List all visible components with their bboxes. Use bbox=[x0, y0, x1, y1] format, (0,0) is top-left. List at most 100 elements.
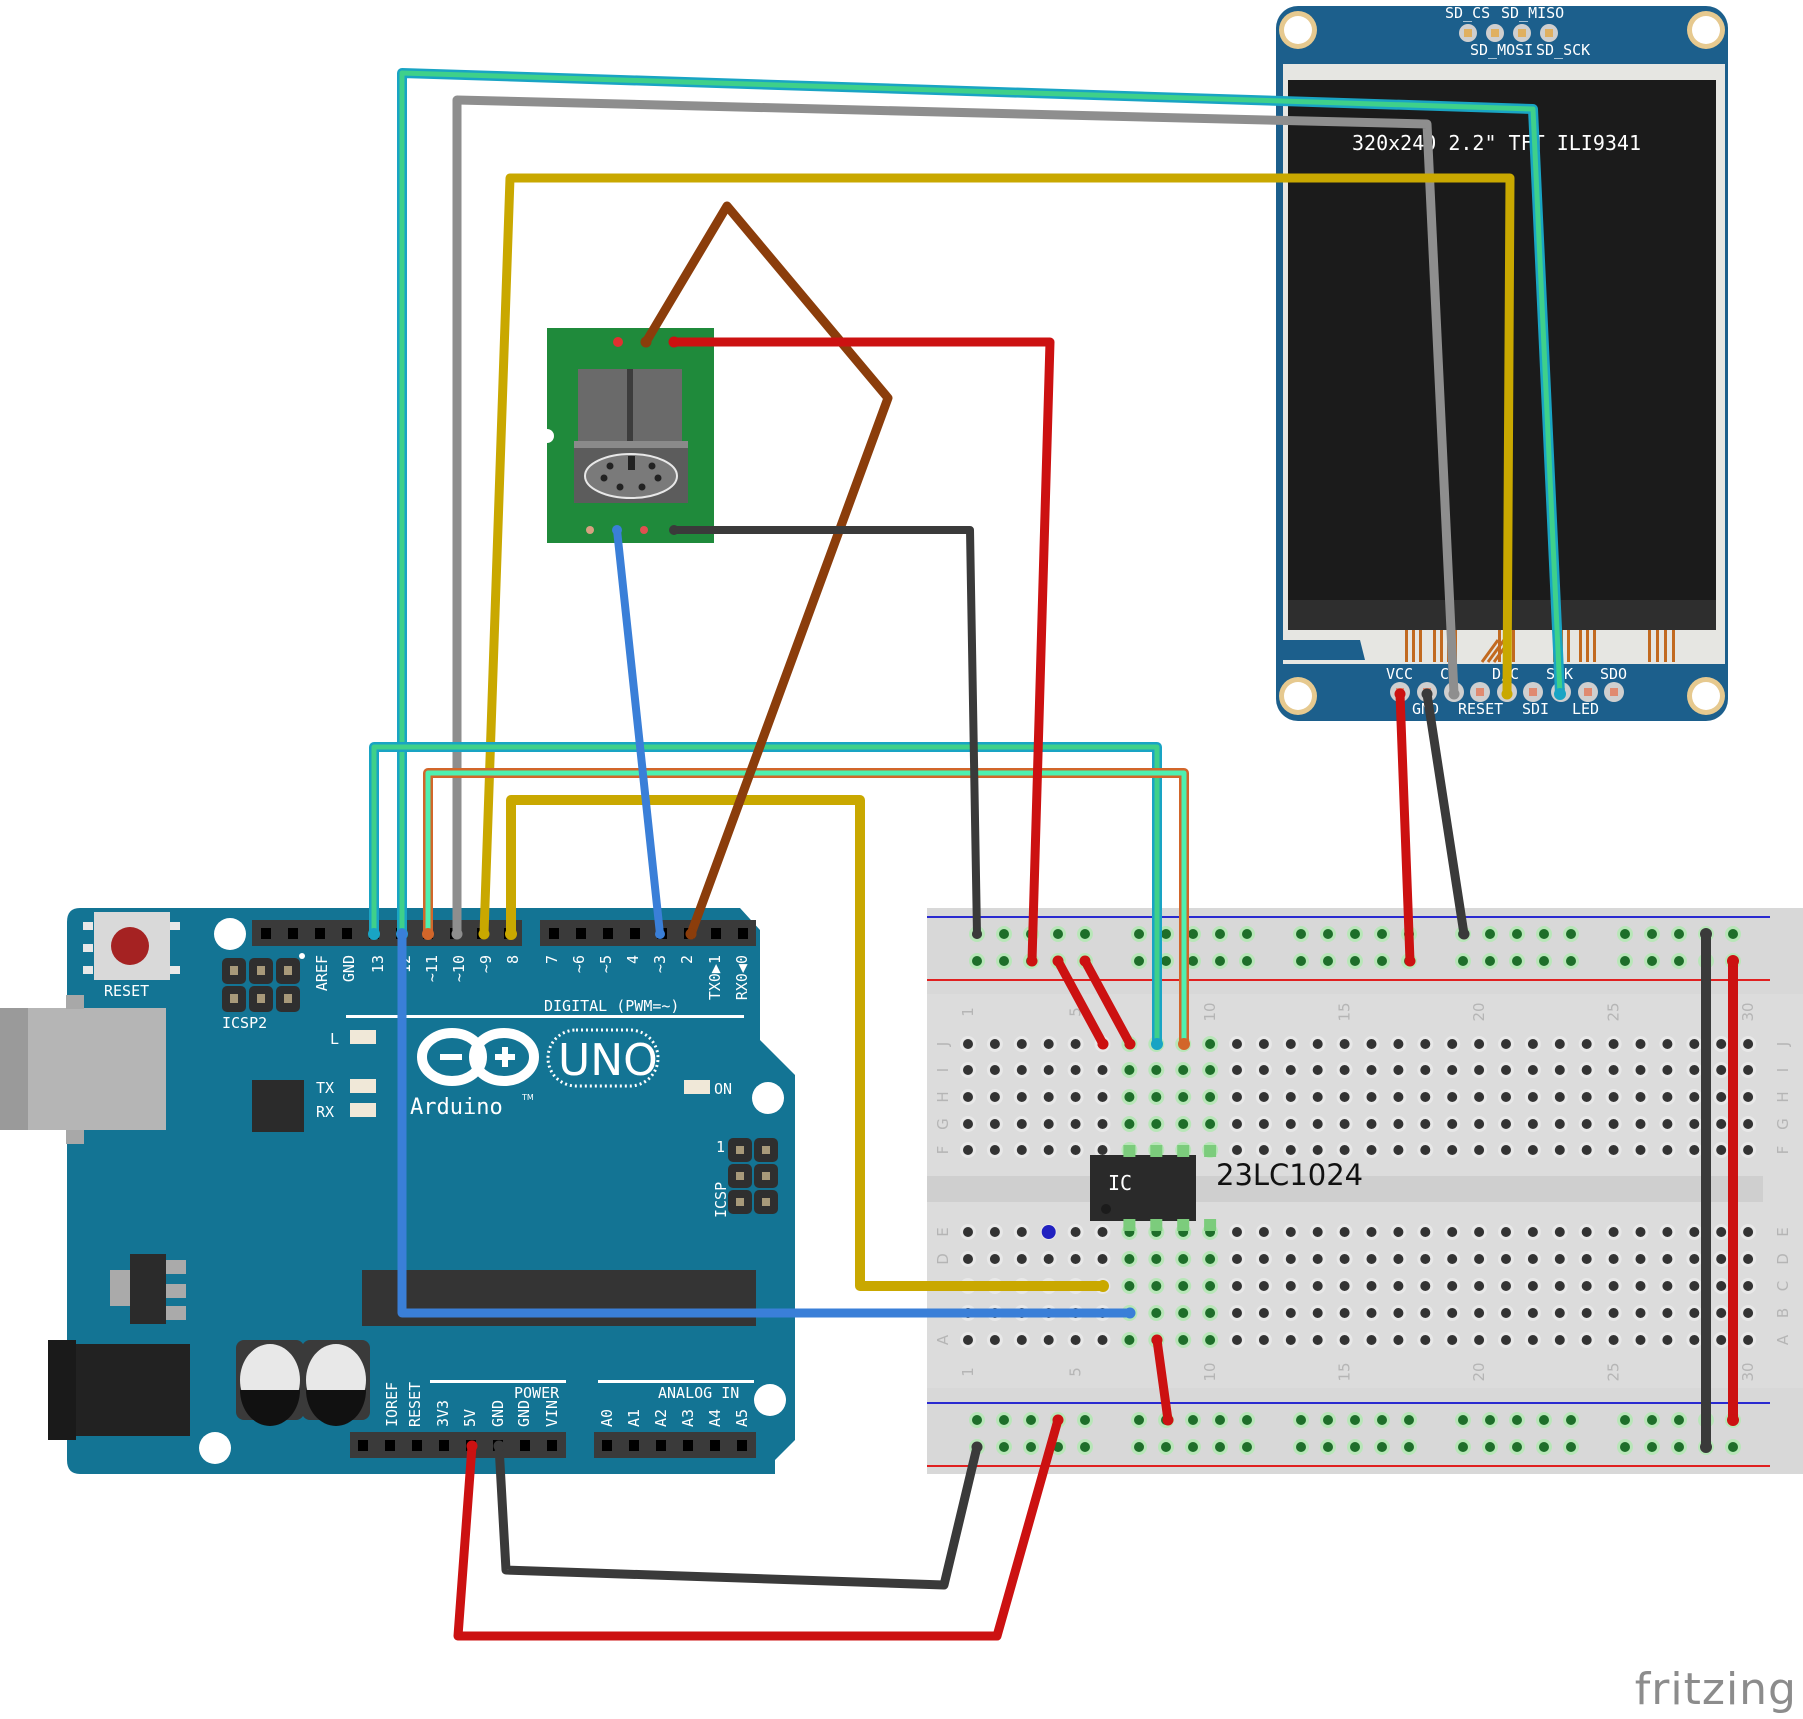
digital-pin[interactable] bbox=[738, 928, 748, 939]
breadboard-hole[interactable] bbox=[963, 1227, 973, 1237]
wire-ic-to-bottom-rail[interactable] bbox=[1152, 1335, 1173, 1425]
rail-hole[interactable] bbox=[1323, 929, 1333, 939]
breadboard-hole[interactable] bbox=[1151, 1308, 1162, 1318]
breadboard-hole[interactable] bbox=[1527, 1145, 1538, 1155]
breadboard-hole[interactable] bbox=[1474, 1254, 1485, 1264]
rail-hole[interactable] bbox=[1377, 956, 1387, 966]
breadboard-hole[interactable] bbox=[1635, 1119, 1646, 1129]
breadboard-hole[interactable] bbox=[1689, 1119, 1700, 1129]
breadboard-hole[interactable] bbox=[1716, 1065, 1727, 1075]
breadboard-hole[interactable] bbox=[1501, 1119, 1511, 1129]
breadboard-hole[interactable] bbox=[1581, 1065, 1592, 1075]
breadboard-hole[interactable] bbox=[1581, 1308, 1592, 1318]
rail-hole[interactable] bbox=[1242, 1415, 1252, 1425]
breadboard-hole[interactable] bbox=[1258, 1227, 1269, 1237]
analog-pin[interactable] bbox=[737, 1440, 747, 1451]
rail-hole[interactable] bbox=[1215, 956, 1225, 966]
rail-hole[interactable] bbox=[1242, 1442, 1252, 1452]
breadboard-hole[interactable] bbox=[1285, 1254, 1296, 1264]
breadboard-hole[interactable] bbox=[1662, 1227, 1673, 1237]
rail-hole[interactable] bbox=[972, 1415, 982, 1425]
analog-pin[interactable] bbox=[602, 1440, 612, 1451]
breadboard-hole[interactable] bbox=[1743, 1335, 1754, 1345]
breadboard-hole[interactable] bbox=[1554, 1254, 1565, 1264]
rail-hole[interactable] bbox=[1458, 1415, 1468, 1425]
breadboard-hole[interactable] bbox=[1016, 1227, 1027, 1237]
breadboard-hole[interactable] bbox=[1447, 1281, 1458, 1291]
rail-hole[interactable] bbox=[1620, 1442, 1630, 1452]
rail-hole[interactable] bbox=[1674, 956, 1684, 966]
breadboard-hole[interactable] bbox=[1554, 1281, 1565, 1291]
breadboard-hole[interactable] bbox=[1420, 1092, 1431, 1102]
breadboard-hole[interactable] bbox=[1016, 1254, 1027, 1264]
breadboard-hole[interactable] bbox=[1662, 1119, 1673, 1129]
rail-hole[interactable] bbox=[1323, 1415, 1333, 1425]
breadboard-hole[interactable] bbox=[1554, 1065, 1565, 1075]
breadboard-hole[interactable] bbox=[1689, 1308, 1700, 1318]
breadboard-hole[interactable] bbox=[1043, 1119, 1054, 1129]
breadboard-hole[interactable] bbox=[1097, 1119, 1108, 1129]
breadboard-hole[interactable] bbox=[1097, 1065, 1108, 1075]
breadboard-hole[interactable] bbox=[1285, 1308, 1296, 1318]
breadboard-hole[interactable] bbox=[1447, 1335, 1458, 1345]
breadboard-hole[interactable] bbox=[1447, 1039, 1458, 1049]
breadboard-hole[interactable] bbox=[1285, 1092, 1296, 1102]
breadboard-hole[interactable] bbox=[1232, 1281, 1242, 1291]
breadboard-hole[interactable] bbox=[1474, 1281, 1485, 1291]
jumper-red-2[interactable] bbox=[1080, 956, 1135, 1049]
rail-hole[interactable] bbox=[1620, 956, 1630, 966]
breadboard-hole[interactable] bbox=[1716, 1254, 1727, 1264]
breadboard-hole[interactable] bbox=[1527, 1119, 1538, 1129]
breadboard-hole[interactable] bbox=[1232, 1308, 1242, 1318]
breadboard-hole[interactable] bbox=[1554, 1092, 1565, 1102]
rail-hole[interactable] bbox=[1539, 956, 1549, 966]
breadboard-hole[interactable] bbox=[1312, 1145, 1323, 1155]
breadboard-hole[interactable] bbox=[1258, 1335, 1269, 1345]
rail-hole[interactable] bbox=[1350, 1442, 1360, 1452]
breadboard-hole[interactable] bbox=[1716, 1281, 1727, 1291]
breadboard-hole[interactable] bbox=[1662, 1039, 1673, 1049]
breadboard-hole[interactable] bbox=[1743, 1039, 1754, 1049]
rail-hole[interactable] bbox=[1404, 1442, 1414, 1452]
breadboard-hole[interactable] bbox=[1366, 1227, 1377, 1237]
breadboard-hole[interactable] bbox=[1501, 1092, 1511, 1102]
breadboard-hole[interactable] bbox=[1178, 1065, 1189, 1075]
rail-hole[interactable] bbox=[1323, 956, 1333, 966]
power-pin[interactable] bbox=[385, 1440, 395, 1451]
breadboard-hole[interactable] bbox=[1285, 1227, 1296, 1237]
breadboard-hole[interactable] bbox=[1689, 1092, 1700, 1102]
breadboard-hole[interactable] bbox=[1501, 1039, 1511, 1049]
rail-hole[interactable] bbox=[999, 1442, 1009, 1452]
breadboard-hole[interactable] bbox=[989, 1227, 1000, 1237]
wire-pin9-to-tft-dc[interactable] bbox=[479, 173, 1515, 939]
breadboard-hole[interactable] bbox=[1393, 1119, 1404, 1129]
breadboard-hole[interactable] bbox=[1124, 1254, 1135, 1264]
breadboard-hole[interactable] bbox=[1716, 1335, 1727, 1345]
breadboard-hole[interactable] bbox=[1393, 1039, 1404, 1049]
rail-hole[interactable] bbox=[1296, 1415, 1306, 1425]
breadboard-hole[interactable] bbox=[1178, 1308, 1189, 1318]
breadboard-hole[interactable] bbox=[1420, 1227, 1431, 1237]
breadboard-hole[interactable] bbox=[1393, 1281, 1404, 1291]
breadboard-hole[interactable] bbox=[1662, 1335, 1673, 1345]
breadboard-hole[interactable] bbox=[1662, 1092, 1673, 1102]
digital-pin[interactable] bbox=[603, 928, 613, 939]
reset-button[interactable] bbox=[111, 927, 149, 965]
wire-tft-gnd[interactable] bbox=[1422, 689, 1469, 939]
rail-hole[interactable] bbox=[1647, 1442, 1657, 1452]
breadboard-hole[interactable] bbox=[1285, 1281, 1296, 1291]
breadboard-hole[interactable] bbox=[1151, 1092, 1162, 1102]
rail-hole[interactable] bbox=[1458, 1442, 1468, 1452]
breadboard-hole[interactable] bbox=[963, 1335, 973, 1345]
breadboard-hole[interactable] bbox=[1339, 1227, 1350, 1237]
breadboard-hole[interactable] bbox=[989, 1119, 1000, 1129]
rail-hole[interactable] bbox=[999, 1415, 1009, 1425]
rail-hole[interactable] bbox=[1647, 1415, 1657, 1425]
rail-hole[interactable] bbox=[1080, 1415, 1090, 1425]
rail-hole[interactable] bbox=[1539, 1415, 1549, 1425]
breadboard-hole[interactable] bbox=[1743, 1227, 1754, 1237]
rail-hole[interactable] bbox=[1188, 929, 1198, 939]
breadboard-hole[interactable] bbox=[1151, 1281, 1162, 1291]
rail-hole[interactable] bbox=[1566, 956, 1576, 966]
breadboard-hole[interactable] bbox=[1339, 1335, 1350, 1345]
